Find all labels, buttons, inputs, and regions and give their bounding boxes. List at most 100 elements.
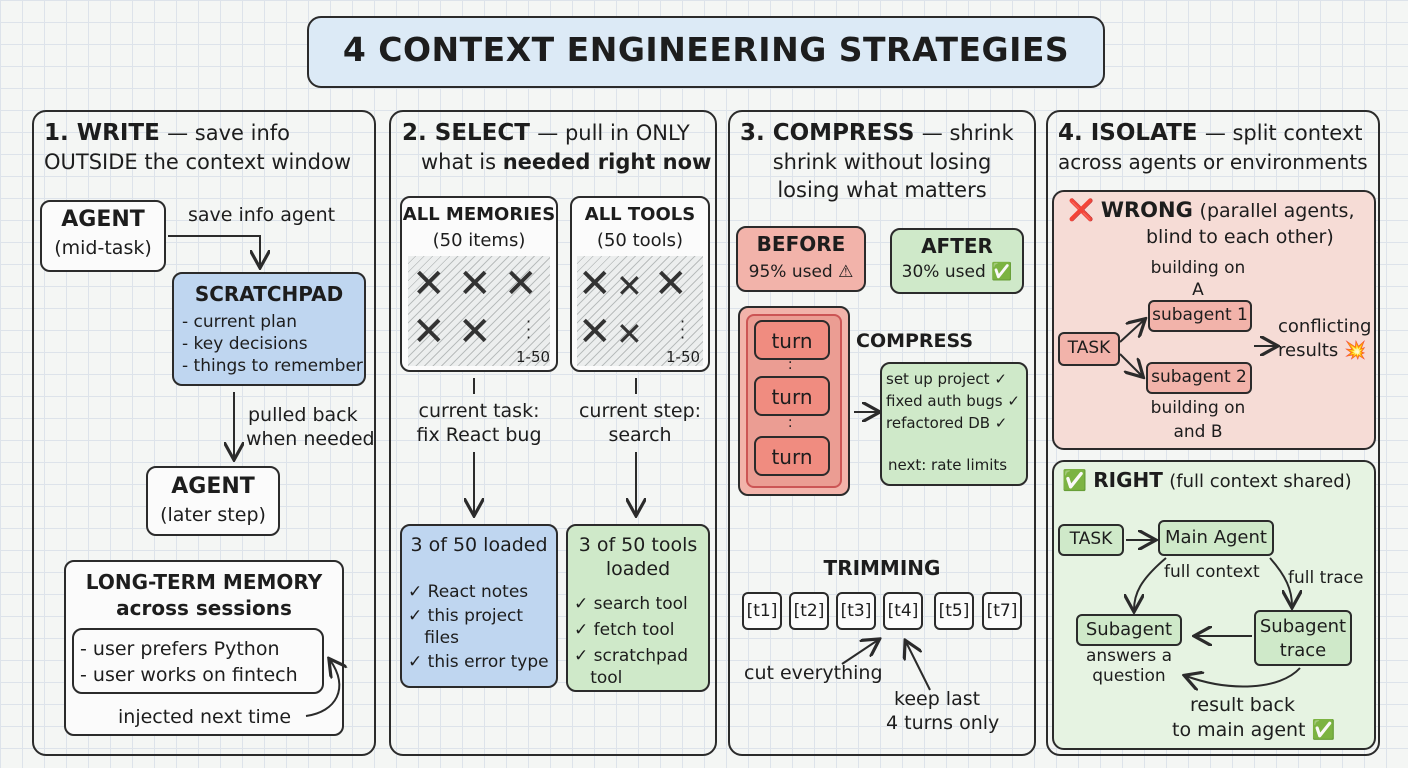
loaded-box xyxy=(400,524,558,688)
tools-loaded-item: ✓ scratchpad xyxy=(574,646,689,666)
isolate-heading-line2: across agents or environments xyxy=(1058,150,1368,174)
cross-icon: ✕ xyxy=(616,267,643,305)
check-mark-icon: ✅ xyxy=(1062,468,1087,492)
trimming-label: TRIMMING xyxy=(823,556,941,580)
memories-title: ALL MEMORIES xyxy=(402,204,556,225)
tools-sub: (50 tools) xyxy=(596,230,684,251)
trim-turn: [t2] xyxy=(789,592,829,630)
answers-line1: answers a xyxy=(1085,646,1173,666)
task-line2: fix React bug xyxy=(416,424,542,446)
trim-turn: [t5] xyxy=(934,592,974,630)
arrow xyxy=(1119,353,1142,376)
subagent-node xyxy=(1076,614,1182,646)
compress-label: COMPRESS xyxy=(856,330,974,352)
right-box xyxy=(1052,460,1376,750)
select-line2-a: what is xyxy=(421,150,503,174)
loaded-item: ✓ this project xyxy=(408,606,524,626)
ltm-item: - user works on fintech xyxy=(80,664,298,686)
after-title: AFTER xyxy=(921,234,993,258)
keep-line1: keep last xyxy=(894,688,981,710)
trim-turn: [t3] xyxy=(836,592,876,630)
compress-heading: 3. COMPRESS — shrink xyxy=(740,120,1014,146)
ltm-items-box xyxy=(72,628,324,694)
ltm-title: LONG-TERM MEMORY xyxy=(85,570,323,594)
result-line1: result back xyxy=(1190,694,1295,716)
right-heading: ✅ RIGHT (full context shared) xyxy=(1062,468,1352,492)
subagent2-label: subagent 2 xyxy=(1151,367,1247,387)
ltm-item: - user prefers Python xyxy=(80,638,280,660)
panel-select xyxy=(389,110,717,756)
subagent-trace-line2: trace xyxy=(1279,640,1327,661)
right-title: RIGHT xyxy=(1093,468,1163,492)
loaded-title: 3 of 50 loaded xyxy=(410,534,548,556)
title-banner xyxy=(307,16,1105,88)
loaded-item: ✓ this error type xyxy=(408,652,549,672)
before-title: BEFORE xyxy=(756,232,846,256)
conflicting-line2: results 💥 xyxy=(1278,340,1367,361)
select-heading-label: 2. SELECT xyxy=(402,120,530,146)
turn-item: turn xyxy=(754,436,830,476)
wrong-rest: (parallel agents, xyxy=(1199,200,1355,222)
subagent-label: Subagent xyxy=(1085,619,1173,640)
select-heading: 2. SELECT — pull in ONLY xyxy=(402,120,690,146)
ellipsis-icon: ··· xyxy=(526,312,532,347)
step-line2: search xyxy=(608,424,672,446)
page-title: 4 CONTEXT ENGINEERING STRATEGIES xyxy=(342,30,1070,69)
arrow xyxy=(1134,557,1167,610)
select-heading-line2: what is needed right now xyxy=(421,150,711,174)
compress-heading-rest: — shrink xyxy=(921,121,1014,145)
agent-later-box xyxy=(146,466,280,536)
write-heading: 1. WRITE — save info xyxy=(44,120,290,146)
injected-label: injected next time xyxy=(118,706,292,728)
panel-isolate xyxy=(1046,110,1380,756)
full-trace-label: full trace xyxy=(1288,568,1364,588)
scratchpad-item: - key decisions xyxy=(182,334,308,354)
cross-icon: ✕ xyxy=(412,261,446,307)
isolate-heading: 4. ISOLATE — split context xyxy=(1058,120,1363,146)
task2-node xyxy=(1058,524,1124,556)
step-line1: current step: xyxy=(578,400,702,422)
right-rest: (full context shared) xyxy=(1169,471,1352,492)
tools-loaded-item: ✓ fetch tool xyxy=(574,620,675,640)
scratchpad-box xyxy=(172,272,366,386)
trim-turn: [t1] xyxy=(742,592,782,630)
before-sub: 95% used ⚠ xyxy=(748,262,854,282)
write-heading-label: 1. WRITE xyxy=(44,120,160,146)
write-heading-line2: OUTSIDE the context window xyxy=(44,150,352,174)
arrow xyxy=(305,660,339,717)
building-a1: building on xyxy=(1150,258,1246,278)
loaded-item: ✓ React notes xyxy=(408,582,529,602)
tools-loaded-title: 3 of 50 tools xyxy=(578,534,698,556)
compress-heading-line3: losing what matters xyxy=(777,178,987,202)
ltm-sub: across sessions xyxy=(116,596,292,620)
subagent-trace-node xyxy=(1254,610,1352,666)
conflicting-line1: conflicting xyxy=(1278,316,1372,337)
loaded-item: files xyxy=(408,628,459,648)
memories-grid xyxy=(408,256,550,366)
trim-turn: [t7] xyxy=(982,592,1022,630)
panel-write xyxy=(32,110,376,756)
cross-icon: ✕ xyxy=(458,309,492,355)
trim-turn: [t4] xyxy=(883,592,923,630)
pulled-line1: pulled back xyxy=(248,404,358,426)
main-agent-label: Main Agent xyxy=(1165,527,1267,548)
select-line2-b: needed right now xyxy=(502,150,712,174)
subagent-trace-line1: Subagent xyxy=(1259,616,1347,637)
summary-box xyxy=(880,362,1028,486)
building-b1: building on xyxy=(1150,398,1246,418)
answers-line2: question xyxy=(1092,666,1166,686)
turn-item: turn xyxy=(754,376,830,416)
full-context-label: full context xyxy=(1164,562,1260,582)
cross-icon: ✕ xyxy=(616,315,643,353)
arrow xyxy=(906,642,931,691)
summary-next: next: rate limits xyxy=(888,456,1008,474)
tools-loaded-title2: loaded xyxy=(605,558,671,580)
task-label: TASK xyxy=(1067,338,1111,358)
keep-line2: 4 turns only xyxy=(886,712,1000,734)
ellipsis-icon: ·· xyxy=(788,355,793,377)
after-sub: 30% used ✅ xyxy=(901,262,1013,282)
subagent1-label: subagent 1 xyxy=(1152,305,1248,325)
turn-item: turn xyxy=(754,320,830,360)
tools-loaded-box xyxy=(566,524,710,692)
